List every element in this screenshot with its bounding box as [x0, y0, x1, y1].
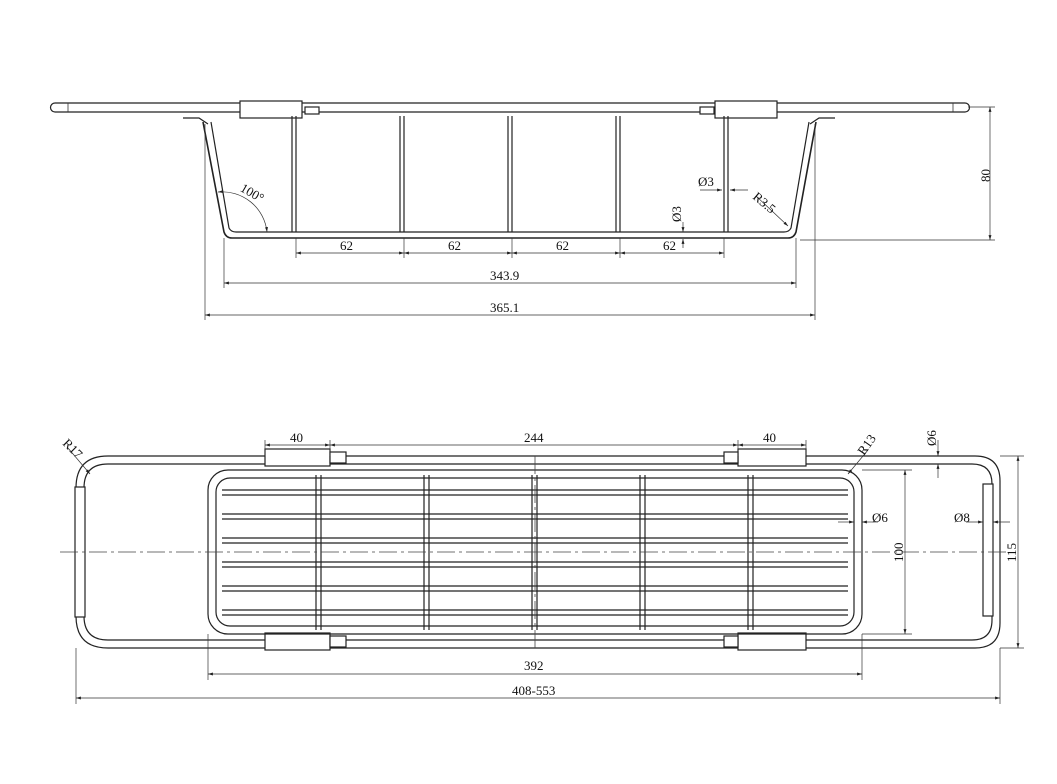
side-height-label: 80: [978, 169, 993, 182]
top-outer-depth-label: 115: [1004, 543, 1019, 562]
top-extend-range-label: 408-553: [512, 683, 555, 698]
side-gap-4: 62: [663, 238, 676, 253]
side-radius-label: R3.5: [750, 189, 779, 217]
side-inner-width-label: 343.9: [490, 268, 519, 283]
side-outer-width-label: 365.1: [490, 300, 519, 315]
side-clip-right: [714, 100, 778, 119]
top-radius-left-label: R17: [60, 436, 86, 462]
side-gap-1: 62: [340, 238, 353, 253]
top-rod-dia-top: Ø6: [924, 430, 939, 446]
side-clip-left: [239, 100, 303, 119]
side-basket: [202, 116, 817, 239]
top-view: 40 244 40 R17 R13 Ø6 Ø6 Ø8 100 115: [60, 430, 1024, 704]
top-rod-dia-mid: Ø6: [872, 510, 888, 525]
side-wire-dia-v: Ø3: [669, 206, 684, 222]
top-clip-right-label: 40: [763, 430, 776, 445]
side-wire-dia-h: Ø3: [698, 174, 714, 189]
top-clip-top-right: [737, 448, 807, 467]
top-inner-depth-label: 100: [891, 543, 906, 563]
side-gap-3: 62: [556, 238, 569, 253]
top-clip-left-label: 40: [290, 430, 303, 445]
top-clip-bottom-right: [737, 632, 807, 651]
top-clip-top-left: [264, 448, 331, 467]
top-radius-inner-label: R13: [854, 431, 879, 457]
top-outer-frame: [74, 455, 1001, 649]
top-rod-dia-end: Ø8: [954, 510, 970, 525]
side-gap-dims: 62 62 62 62: [295, 238, 725, 258]
top-clip-bottom-left: [264, 632, 331, 651]
side-top-rail: [49, 102, 971, 113]
side-angle-label: 100°: [238, 180, 267, 205]
top-span-label: 244: [524, 430, 544, 445]
side-gap-2: 62: [448, 238, 461, 253]
side-view: 100° 62 62 62 62 343.9 365.1: [49, 100, 995, 320]
top-basket-width-label: 392: [524, 658, 544, 673]
